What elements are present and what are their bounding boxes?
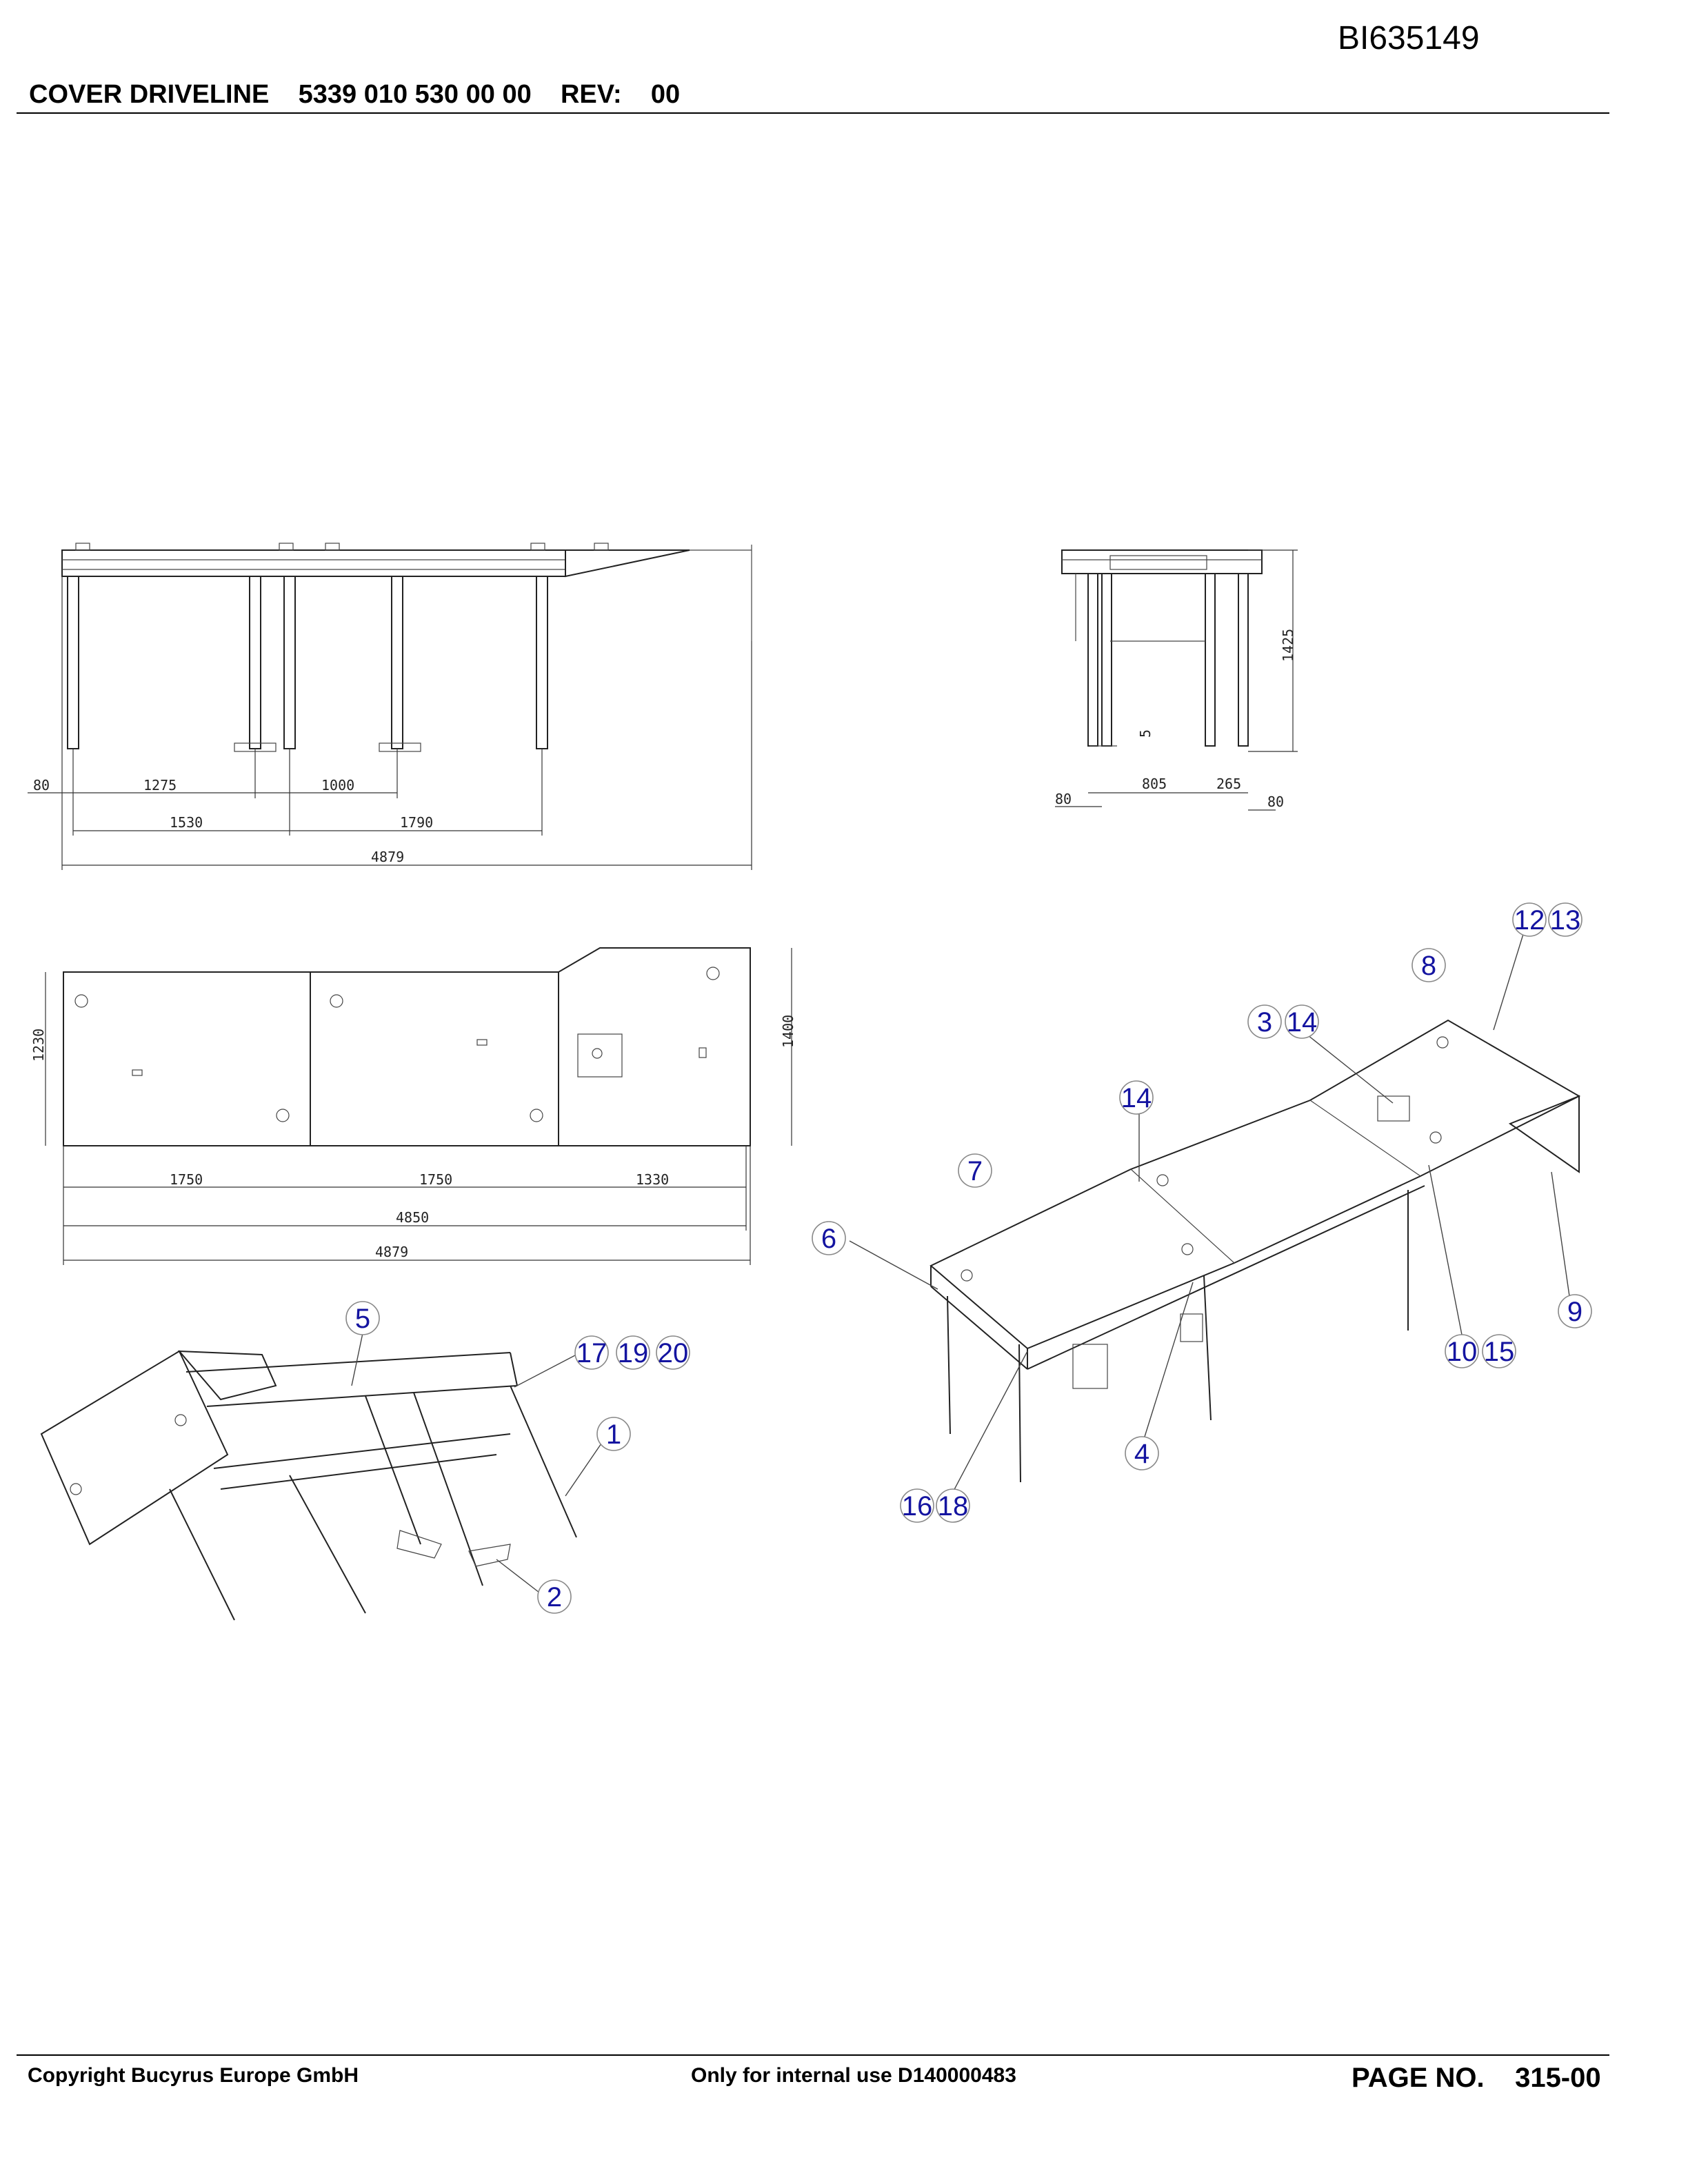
side-view [1061, 549, 1263, 747]
dim-text: 805 [1142, 776, 1167, 792]
front-view [61, 543, 752, 752]
dim-text: 1000 [321, 777, 354, 793]
svg-text:15: 15 [1484, 1337, 1515, 1367]
dim-text: 1425 [1280, 629, 1296, 662]
callout-6: 6 [812, 1221, 846, 1255]
svg-text:17: 17 [576, 1338, 607, 1368]
svg-text:8: 8 [1421, 951, 1436, 981]
dim-text: 1400 [780, 1015, 796, 1048]
svg-text:13: 13 [1550, 905, 1581, 936]
footer-rule [17, 2054, 1609, 2056]
callout-10: 10 [1445, 1334, 1479, 1368]
document-id: BI635149 [1338, 20, 1480, 57]
header-rule [17, 112, 1609, 114]
isometric-frame-view [40, 1350, 577, 1621]
dim-text: 1750 [170, 1171, 203, 1188]
callout-7: 7 [958, 1153, 992, 1188]
dim-text: 1530 [170, 814, 203, 831]
svg-text:5: 5 [355, 1304, 370, 1334]
callout-18: 18 [936, 1488, 970, 1523]
dim-text: 5 [1137, 729, 1154, 738]
dim-text: 1750 [419, 1171, 452, 1188]
dim-text: 4879 [375, 1244, 408, 1260]
callout-14: 14 [1285, 1004, 1319, 1039]
internal-use-text: Only for internal use D140000483 [691, 2064, 1016, 2087]
callout-2: 2 [537, 1579, 572, 1614]
svg-text:14: 14 [1121, 1083, 1152, 1113]
svg-text:9: 9 [1567, 1297, 1582, 1327]
callout-3: 3 [1247, 1004, 1282, 1039]
svg-text:10: 10 [1447, 1337, 1478, 1367]
callout-4: 4 [1125, 1436, 1159, 1470]
callout-15: 15 [1482, 1334, 1516, 1368]
svg-text:6: 6 [821, 1224, 836, 1254]
side-view-dimensions: 1425 5 80 805 265 80 [1055, 549, 1298, 811]
dim-text: 80 [1267, 793, 1284, 810]
callout-14: 14 [1119, 1080, 1154, 1115]
dim-text: 80 [33, 777, 50, 793]
svg-text:7: 7 [967, 1156, 983, 1186]
svg-text:2: 2 [547, 1582, 562, 1612]
callout-1: 1 [596, 1417, 631, 1451]
svg-text:3: 3 [1257, 1007, 1272, 1038]
dim-text: 1275 [143, 777, 177, 793]
top-view-dimensions: 1230 1400 1750 1750 1330 4850 4879 [30, 948, 796, 1265]
callout-19: 19 [616, 1335, 650, 1370]
svg-text:14: 14 [1287, 1007, 1318, 1038]
callout-8: 8 [1411, 948, 1446, 982]
svg-text:16: 16 [902, 1491, 933, 1521]
page-number: PAGE NO. 315-00 [1352, 2063, 1601, 2093]
dim-text: 4879 [371, 849, 404, 865]
dim-text: 265 [1216, 776, 1241, 792]
callout-13: 13 [1548, 902, 1582, 937]
svg-text:19: 19 [618, 1338, 649, 1368]
svg-text:18: 18 [938, 1491, 969, 1521]
svg-text:20: 20 [658, 1338, 689, 1368]
svg-text:4: 4 [1134, 1439, 1149, 1469]
callout-17: 17 [574, 1335, 609, 1370]
copyright-text: Copyright Bucyrus Europe GmbH [28, 2064, 359, 2087]
isometric-assembly [930, 1019, 1581, 1483]
dim-text: 1230 [30, 1029, 47, 1062]
dim-text: 80 [1055, 791, 1072, 807]
dim-text: 4850 [396, 1209, 429, 1226]
callout-20: 20 [656, 1335, 690, 1370]
callout-12: 12 [1512, 902, 1547, 937]
callout-5: 5 [345, 1301, 380, 1335]
callout-16: 16 [900, 1488, 934, 1523]
svg-text:1: 1 [606, 1419, 621, 1450]
drawing-title: COVER DRIVELINE 5339 010 530 00 00 REV: … [29, 80, 681, 109]
dim-text: 1790 [400, 814, 433, 831]
callout-9: 9 [1558, 1294, 1592, 1328]
front-view-dimensions: 80 1275 1000 1530 1790 4879 [28, 576, 752, 870]
top-view [63, 947, 751, 1146]
svg-text:12: 12 [1514, 905, 1545, 936]
dim-text: 1330 [636, 1171, 669, 1188]
